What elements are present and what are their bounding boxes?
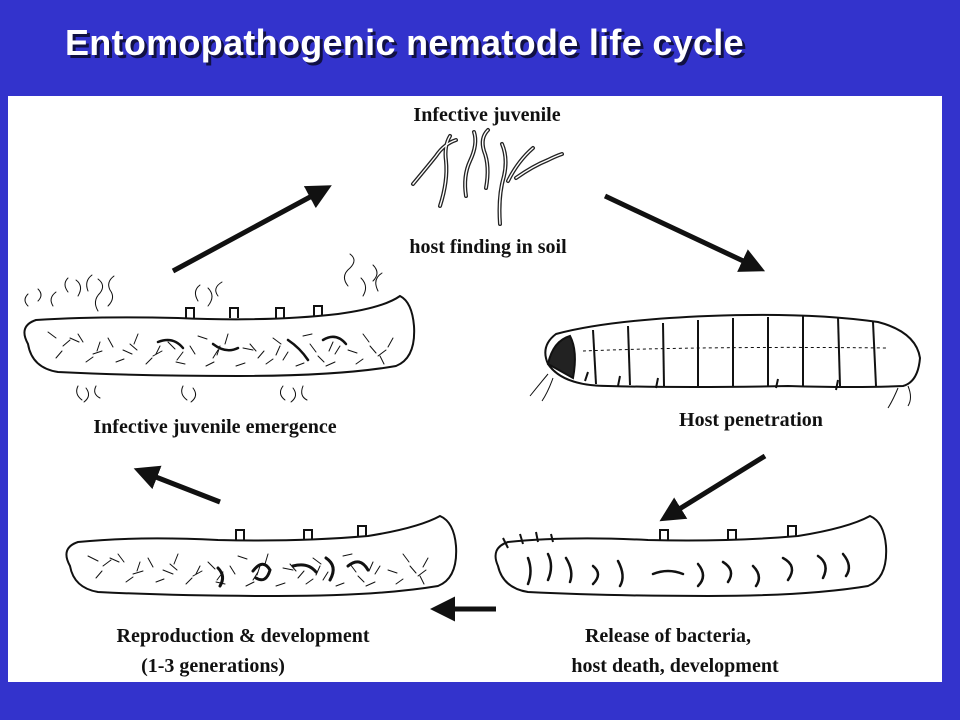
emerging-larva-illustration xyxy=(23,253,416,403)
emergence-stage: Infective juvenile emergence xyxy=(23,253,416,438)
reproduction-label-line2: (1-3 generations) xyxy=(141,655,285,677)
release-label-line2: host death, development xyxy=(571,655,779,677)
cycle-arrows xyxy=(133,185,767,622)
host-penetration-stage: Host penetration xyxy=(529,313,922,431)
arrow-to-host-penetration xyxy=(603,193,766,272)
slide-title: Entomopathogenic nematode life cycle xyxy=(65,22,744,63)
host-finding-label: host finding in soil xyxy=(409,236,567,258)
reproduction-stage: Reproduction & development (1-3 generati… xyxy=(65,514,458,677)
reproduction-label-line1: Reproduction & development xyxy=(117,625,370,647)
arrow-to-emergence xyxy=(133,465,221,505)
infective-juvenile-label: Infective juvenile xyxy=(413,104,560,126)
release-stage: Release of bacteria, host death, develop… xyxy=(494,514,888,677)
life-cycle-diagram: Infective juvenile host finding in soil xyxy=(23,104,922,677)
release-label-line1: Release of bacteria, xyxy=(585,625,751,647)
host-penetration-label: Host penetration xyxy=(679,409,823,431)
emergence-label: Infective juvenile emergence xyxy=(93,416,336,438)
arrow-to-infective-juvenile xyxy=(171,185,332,274)
arrow-to-release xyxy=(659,453,767,522)
reproducing-larva-illustration xyxy=(65,514,458,598)
infective-juvenile-stage: Infective juvenile host finding in soil xyxy=(409,104,567,258)
infected-larva-illustration xyxy=(494,514,888,598)
intact-larva-illustration xyxy=(529,313,922,409)
diagram-panel: Infective juvenile host finding in soil xyxy=(8,96,942,682)
